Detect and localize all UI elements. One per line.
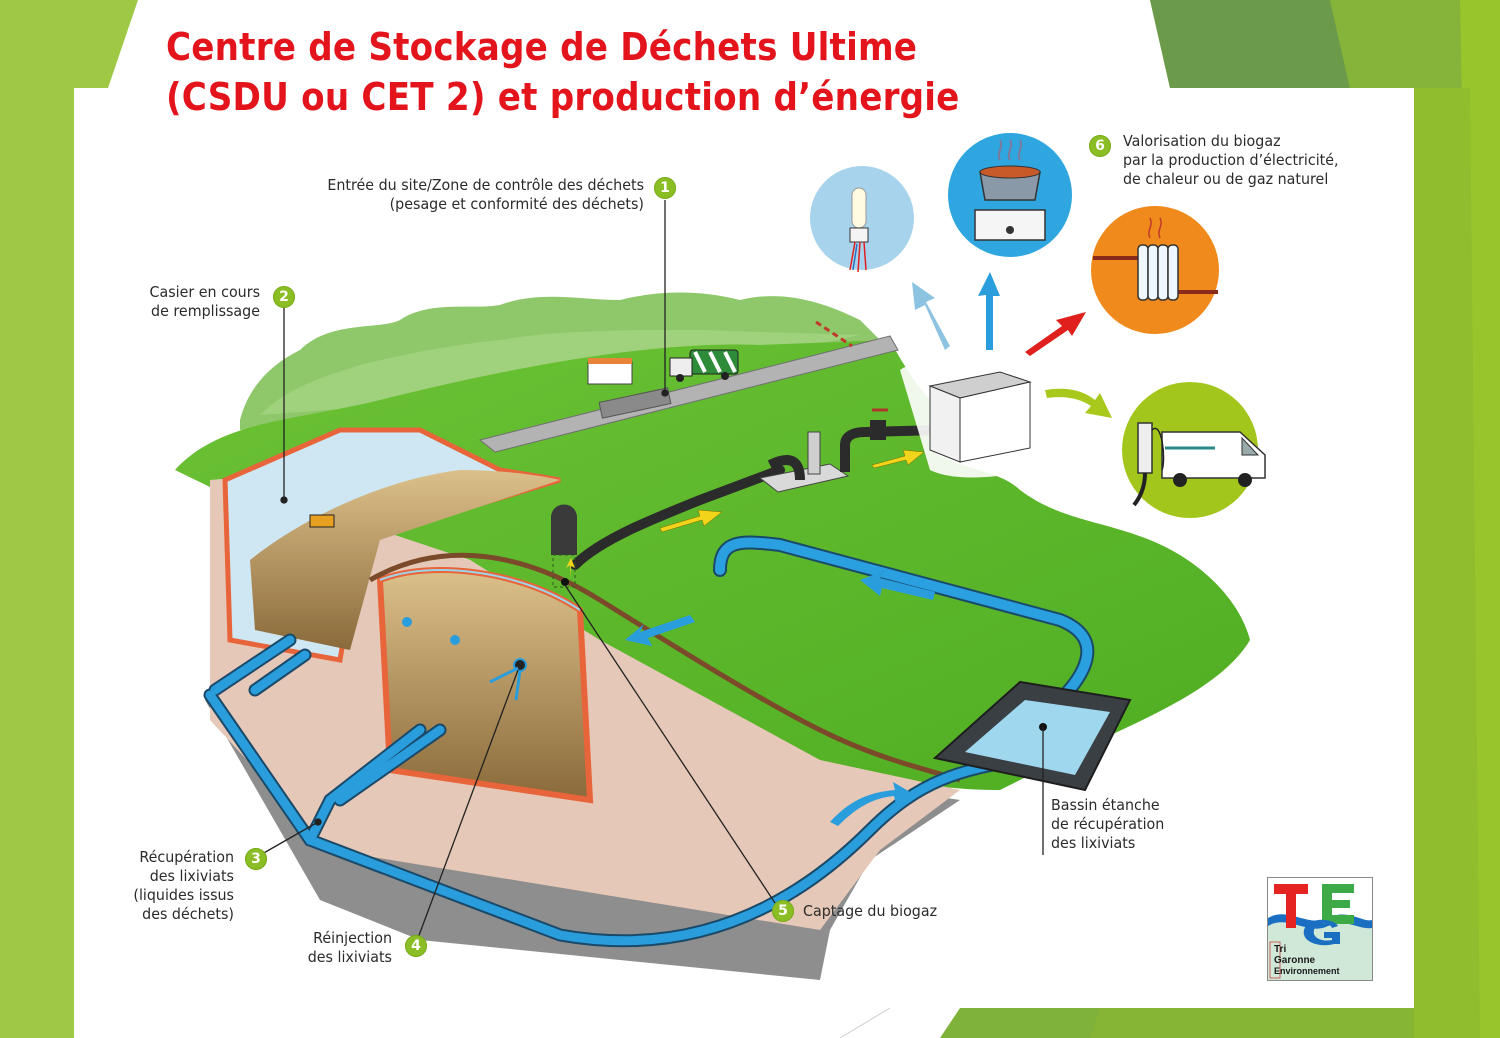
arrow-to-heat: [1025, 312, 1086, 356]
title-line-1: Centre de Stockage de Déchets Ultime: [166, 25, 918, 69]
cooking-gas-circle: [948, 133, 1072, 257]
logo-line-1: Tri: [1274, 944, 1287, 955]
biogas-well: [551, 465, 785, 588]
entry-barrier: [815, 320, 853, 348]
electricity-circle: [810, 166, 914, 273]
badge-4: 4: [405, 935, 427, 957]
label-leachate-basin: Bassin étanche de récupération des lixiv…: [1051, 796, 1165, 852]
leachate-basin: [932, 680, 1132, 792]
logo-graphic: [1268, 884, 1372, 980]
guard-house: [587, 358, 633, 385]
closed-cell: [376, 567, 594, 804]
badge-5: 5: [772, 900, 794, 922]
leachate-flow-arrows: [625, 570, 935, 826]
badge-3: 3: [245, 848, 267, 870]
label-biogas-capture: Captage du biogaz: [803, 902, 938, 920]
logo-line-2: Garonne: [1274, 955, 1316, 966]
title-line-2: (CSDU ou CET 2) et production d’énergie: [166, 75, 960, 119]
tri-garonne-environnement-logo: Tri Garonne Environnement: [1267, 877, 1373, 981]
slide-title: Centre de Stockage de Déchets Ultime (CS…: [166, 22, 1048, 122]
bulldozer: [309, 514, 335, 528]
energy-conversion-unit: [928, 371, 1032, 463]
arrow-to-electricity: [912, 282, 950, 350]
gas-collection-station: [758, 408, 941, 493]
label-site-entry: Entrée du site/Zone de contrôle des déch…: [327, 176, 644, 213]
weighbridge: [598, 387, 672, 419]
badge-6: 6: [1089, 135, 1111, 157]
label-leachate-recovery: Récupération des lixiviats (liquides iss…: [133, 848, 234, 923]
arrow-to-gas: [978, 272, 1000, 350]
heating-circle: [1091, 206, 1219, 334]
leader-lines: [254, 200, 1044, 939]
garbage-truck: [669, 349, 739, 382]
arrow-to-fuel: [1045, 388, 1112, 418]
badge-2: 2: [273, 286, 295, 308]
logo-line-3: Environnement: [1274, 966, 1340, 976]
label-filling-cell: Casier en cours de remplissage: [149, 283, 260, 320]
label-biogas-valorisation: Valorisation du biogaz par la production…: [1123, 132, 1339, 188]
vehicle-fuel-circle: [1122, 382, 1266, 518]
label-leachate-reinjection: Réinjection des lixiviats: [307, 929, 392, 966]
biogas-flow-arrows: [659, 449, 925, 533]
access-road: [478, 335, 899, 453]
badge-1: 1: [654, 177, 676, 199]
